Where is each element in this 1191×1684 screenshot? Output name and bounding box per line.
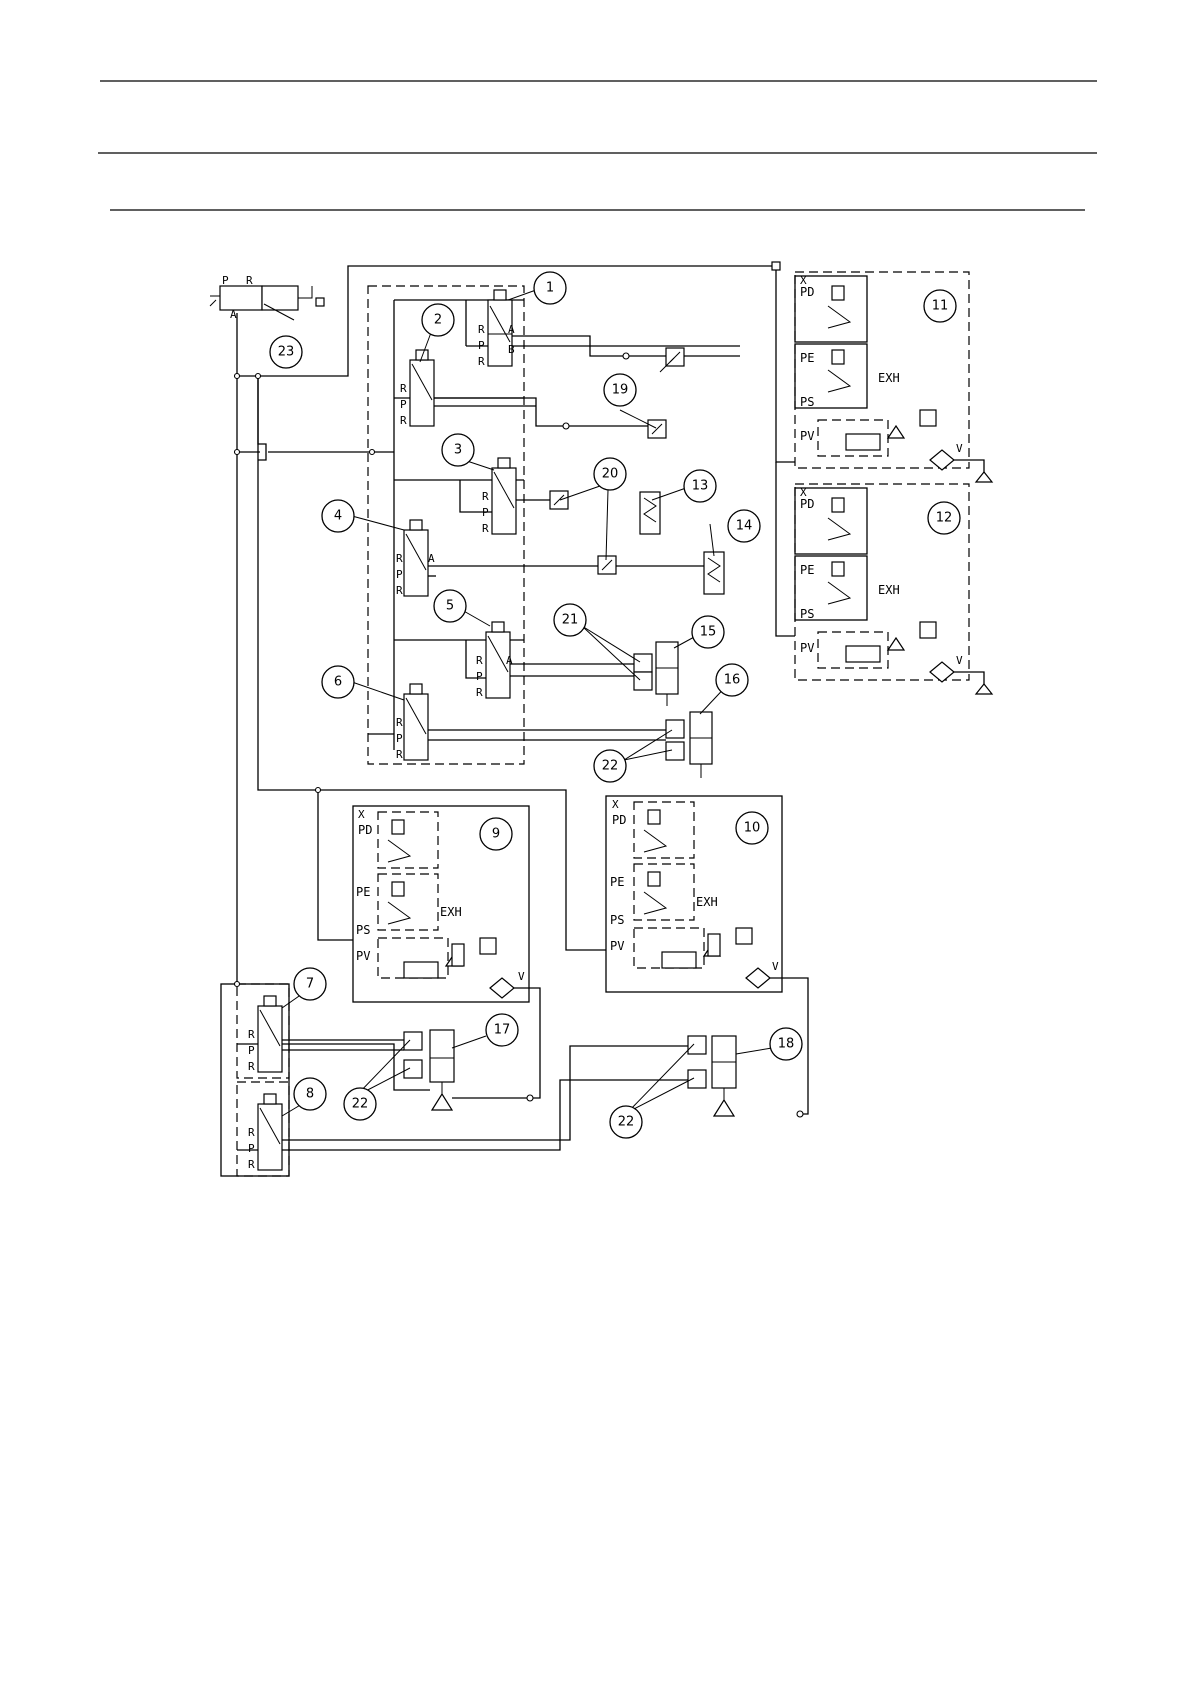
balloon-22-a-label: 22 [602, 759, 619, 774]
balloon-13-label: 13 [692, 479, 709, 494]
balloon-1-label: 1 [546, 281, 554, 296]
balloon-7-label: 7 [306, 977, 314, 992]
valve-5-port-r-lower: R [476, 686, 483, 699]
reg12-label-exh: EXH [878, 583, 900, 597]
valve-8-port-p: P [248, 1142, 255, 1155]
reg12-label-v: V [956, 654, 963, 667]
balloon-19-label: 19 [612, 383, 629, 398]
balloon-6-label: 6 [334, 675, 342, 690]
reg12-label-pd: PD [800, 497, 814, 511]
reg12-label-pv: PV [800, 641, 814, 655]
spring-cylinder-14 [704, 552, 724, 594]
reg9-label-ps: PS [356, 923, 370, 937]
balloon-10-label: 10 [744, 821, 761, 836]
balloon-14-label: 14 [736, 519, 753, 534]
reg11-label-pd: PD [800, 285, 814, 299]
manual-valve-23[interactable]: P R A [210, 274, 324, 321]
reg9-label-pv: PV [356, 949, 370, 963]
valve-4-port-r-upper: R [396, 552, 403, 565]
valve-4-port-a: A [428, 552, 435, 565]
reg11-label-exh: EXH [878, 371, 900, 385]
valve-5-port-a: A [506, 654, 513, 667]
valve-2-port-p: P [400, 398, 407, 411]
reg11-label-pv: PV [800, 429, 814, 443]
valve-8-port-r-lower: R [248, 1158, 255, 1171]
balloon-22-b-label: 22 [352, 1097, 369, 1112]
reg12-label-pe: PE [800, 563, 814, 577]
valve-6-port-r-lower: R [396, 748, 403, 761]
regulator-module-10: X PD PE EXH PS PV V [606, 796, 808, 1114]
regulator-module-12: X PD PE EXH PS PV V [795, 484, 992, 694]
reg10-label-pe: PE [610, 875, 624, 889]
valve-5-port-p: P [476, 670, 483, 683]
flow-control-20 [550, 491, 616, 574]
balloon-22-c-label: 22 [618, 1115, 635, 1130]
reg10-label-v: V [772, 960, 779, 973]
manual-valve-port-p: P [222, 274, 229, 287]
manual-valve-port-a: A [230, 308, 237, 321]
valve-2-port-r-upper: R [400, 382, 407, 395]
reg9-label-pd: PD [358, 823, 372, 837]
manual-valve-port-r: R [246, 274, 253, 287]
reg11-label-ps: PS [800, 395, 814, 409]
reg11-label-pe: PE [800, 351, 814, 365]
balloon-12-label: 12 [936, 511, 953, 526]
valve-1[interactable]: R A P B R [466, 290, 740, 368]
valve-5[interactable]: R A P R [466, 622, 634, 699]
regulator-module-11: X PD PE EXH PS PV V [795, 272, 992, 482]
reg9-label-v: V [518, 970, 525, 983]
valve-6[interactable]: R P R [396, 684, 666, 761]
valve-1-port-r-upper: R [478, 323, 485, 336]
reg10-label-pv: PV [610, 939, 624, 953]
valve-1-port-b: B [508, 343, 515, 356]
balloon-5-label: 5 [446, 599, 454, 614]
valve-1-port-a: A [508, 323, 515, 336]
valve-5-port-r-upper: R [476, 654, 483, 667]
balloon-15-label: 15 [700, 625, 717, 640]
reg9-label-pe: PE [356, 885, 370, 899]
reg10-label-exh: EXH [696, 895, 718, 909]
balloon-16-label: 16 [724, 673, 741, 688]
reg10-label-pd: PD [612, 813, 626, 827]
valve-7[interactable]: R P R [248, 996, 282, 1073]
valve-8-port-r-upper: R [248, 1126, 255, 1139]
balloon-17-label: 17 [494, 1023, 511, 1038]
valve-7-port-r-upper: R [248, 1028, 255, 1041]
reg10-label-x: X [612, 798, 619, 811]
reg9-label-exh: EXH [440, 905, 462, 919]
valve-7-port-r-lower: R [248, 1060, 255, 1073]
reg9-label-x: X [358, 808, 365, 821]
reg12-label-ps: PS [800, 607, 814, 621]
valve-4-port-p: P [396, 568, 403, 581]
valve-4-port-r-lower: R [396, 584, 403, 597]
balloon-23-label: 23 [278, 345, 295, 360]
balloon-18-label: 18 [778, 1037, 795, 1052]
valve-2-port-r-lower: R [400, 414, 407, 427]
valve-7-port-p: P [248, 1044, 255, 1057]
reg11-label-v: V [956, 442, 963, 455]
balloon-8-label: 8 [306, 1087, 314, 1102]
valve-3[interactable]: R P R [460, 458, 556, 535]
balloon-11-label: 11 [932, 299, 949, 314]
valve-8[interactable]: R P R [248, 1094, 282, 1171]
balloon-21-label: 21 [562, 613, 579, 628]
balloon-3-label: 3 [454, 443, 462, 458]
valve-1-port-r-lower: R [478, 355, 485, 368]
cylinder-16 [666, 712, 712, 778]
valve-6-port-p: P [396, 732, 403, 745]
balloon-2-label: 2 [434, 313, 442, 328]
cylinder-15 [634, 642, 678, 706]
balloon-9-label: 9 [492, 827, 500, 842]
callout-balloons: 1 2 3 4 5 6 7 8 9 10 11 12 13 14 15 16 1 [270, 272, 960, 1138]
valve-3-port-r-upper: R [482, 490, 489, 503]
valve-6-port-r-upper: R [396, 716, 403, 729]
balloon-20-label: 20 [602, 467, 619, 482]
balloon-4-label: 4 [334, 509, 342, 524]
valve-3-port-r-lower: R [482, 522, 489, 535]
reg10-label-ps: PS [610, 913, 624, 927]
